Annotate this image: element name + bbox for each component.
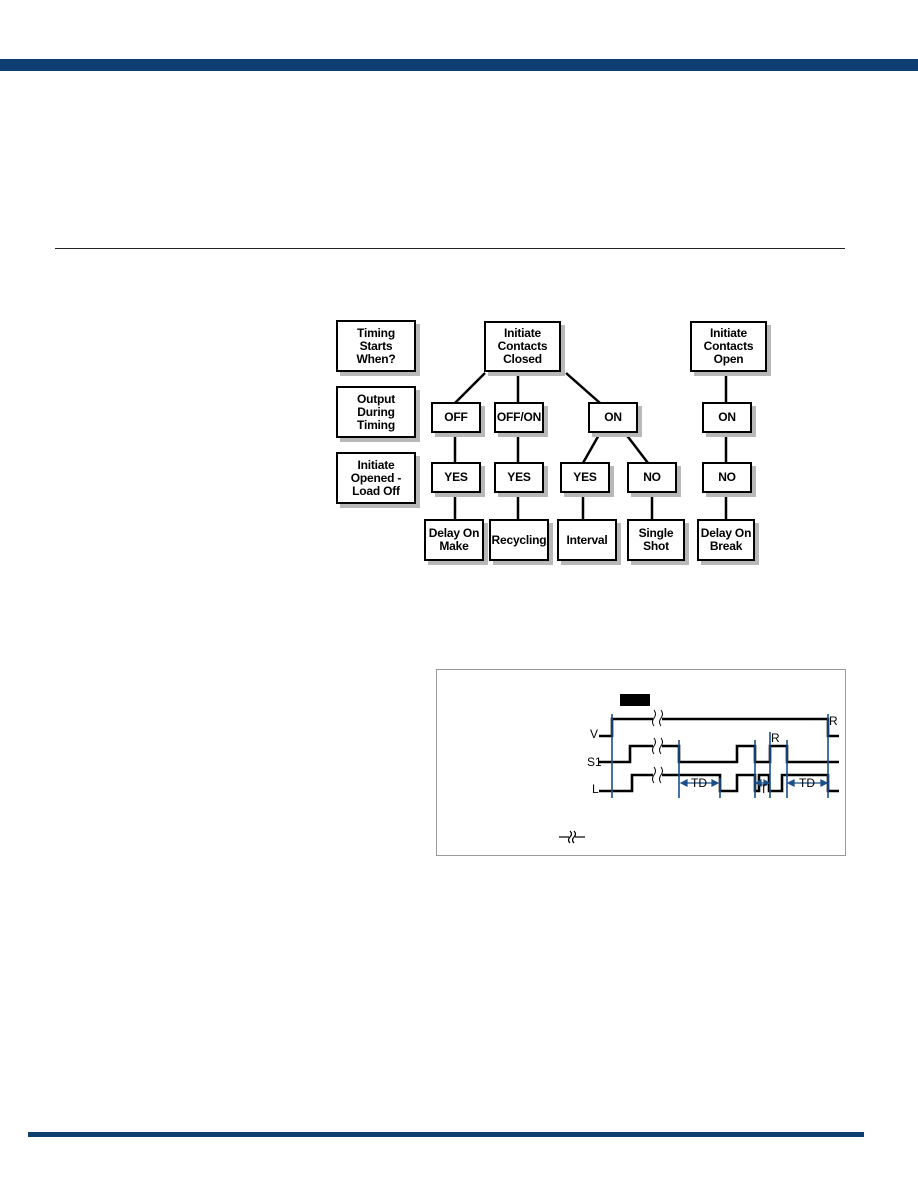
break-mark <box>659 737 663 755</box>
initiate-contacts-closed-node: Initiate Contacts Closed <box>484 321 561 372</box>
connector <box>565 372 601 404</box>
signal-label-l: L <box>592 782 599 796</box>
td-arrow-2-left <box>786 779 795 787</box>
td-label-2: TD <box>799 776 815 790</box>
signal-label-s1: S1 <box>587 755 602 769</box>
break-mark <box>659 766 663 784</box>
break-mark <box>652 709 656 727</box>
section-divider <box>55 248 845 249</box>
mode-selection-flowchart: Timing Starts When? Output During Timing… <box>336 320 767 561</box>
header-bar <box>0 59 918 71</box>
interval-node: Interval <box>557 519 617 561</box>
break-mark <box>659 709 663 727</box>
t-label: T <box>760 782 768 796</box>
off-node: OFF <box>431 402 481 433</box>
off-on-node: OFF/ON <box>494 402 544 433</box>
signal-label-v: V <box>590 727 598 741</box>
break-mark <box>652 766 656 784</box>
v-waveform <box>599 717 839 738</box>
on-node: ON <box>588 402 638 433</box>
yes-node-recycling: YES <box>494 462 544 493</box>
footer-bar <box>28 1132 864 1137</box>
recycling-node: Recycling <box>489 519 549 561</box>
timing-diagram-panel: V S1 L <box>436 669 846 856</box>
flowchart-connectors <box>453 372 728 520</box>
break-gap-marks <box>653 710 662 783</box>
legend-output-during-timing: Output During Timing <box>336 386 416 438</box>
connector <box>624 432 649 464</box>
no-node-delay-on-break: NO <box>702 462 752 493</box>
legend-timing-starts: Timing Starts When? <box>336 320 416 372</box>
timing-diagram: V S1 L <box>559 694 839 844</box>
time-markers <box>611 714 829 798</box>
no-node-single-shot: NO <box>627 462 677 493</box>
on-open-node: ON <box>702 402 752 433</box>
connector <box>454 372 486 404</box>
td-arrow-1-right <box>711 779 720 787</box>
mode-marker-block <box>620 694 650 706</box>
delay-on-make-node: Delay On Make <box>424 519 484 561</box>
yes-node-interval: YES <box>560 462 610 493</box>
s1-waveform <box>599 744 839 764</box>
td-arrow-2-right <box>820 779 829 787</box>
yes-node-delay-on-make: YES <box>431 462 481 493</box>
t-arrow-right <box>763 778 771 788</box>
break-mark <box>652 737 656 755</box>
t-arrow-left <box>754 778 762 788</box>
reset-label-s1: R <box>771 731 780 745</box>
connector <box>581 432 602 464</box>
single-shot-node: Single Shot <box>627 519 685 561</box>
td-label-1: TD <box>691 776 707 790</box>
legend-initiate-opened: Initiate Opened - Load Off <box>336 452 416 504</box>
break-symbol-legend <box>559 830 585 844</box>
initiate-contacts-open-node: Initiate Contacts Open <box>690 321 767 372</box>
td-arrow-1-left <box>679 779 688 787</box>
reset-label-v: R <box>829 714 838 728</box>
delay-on-break-node: Delay On Break <box>697 519 755 561</box>
